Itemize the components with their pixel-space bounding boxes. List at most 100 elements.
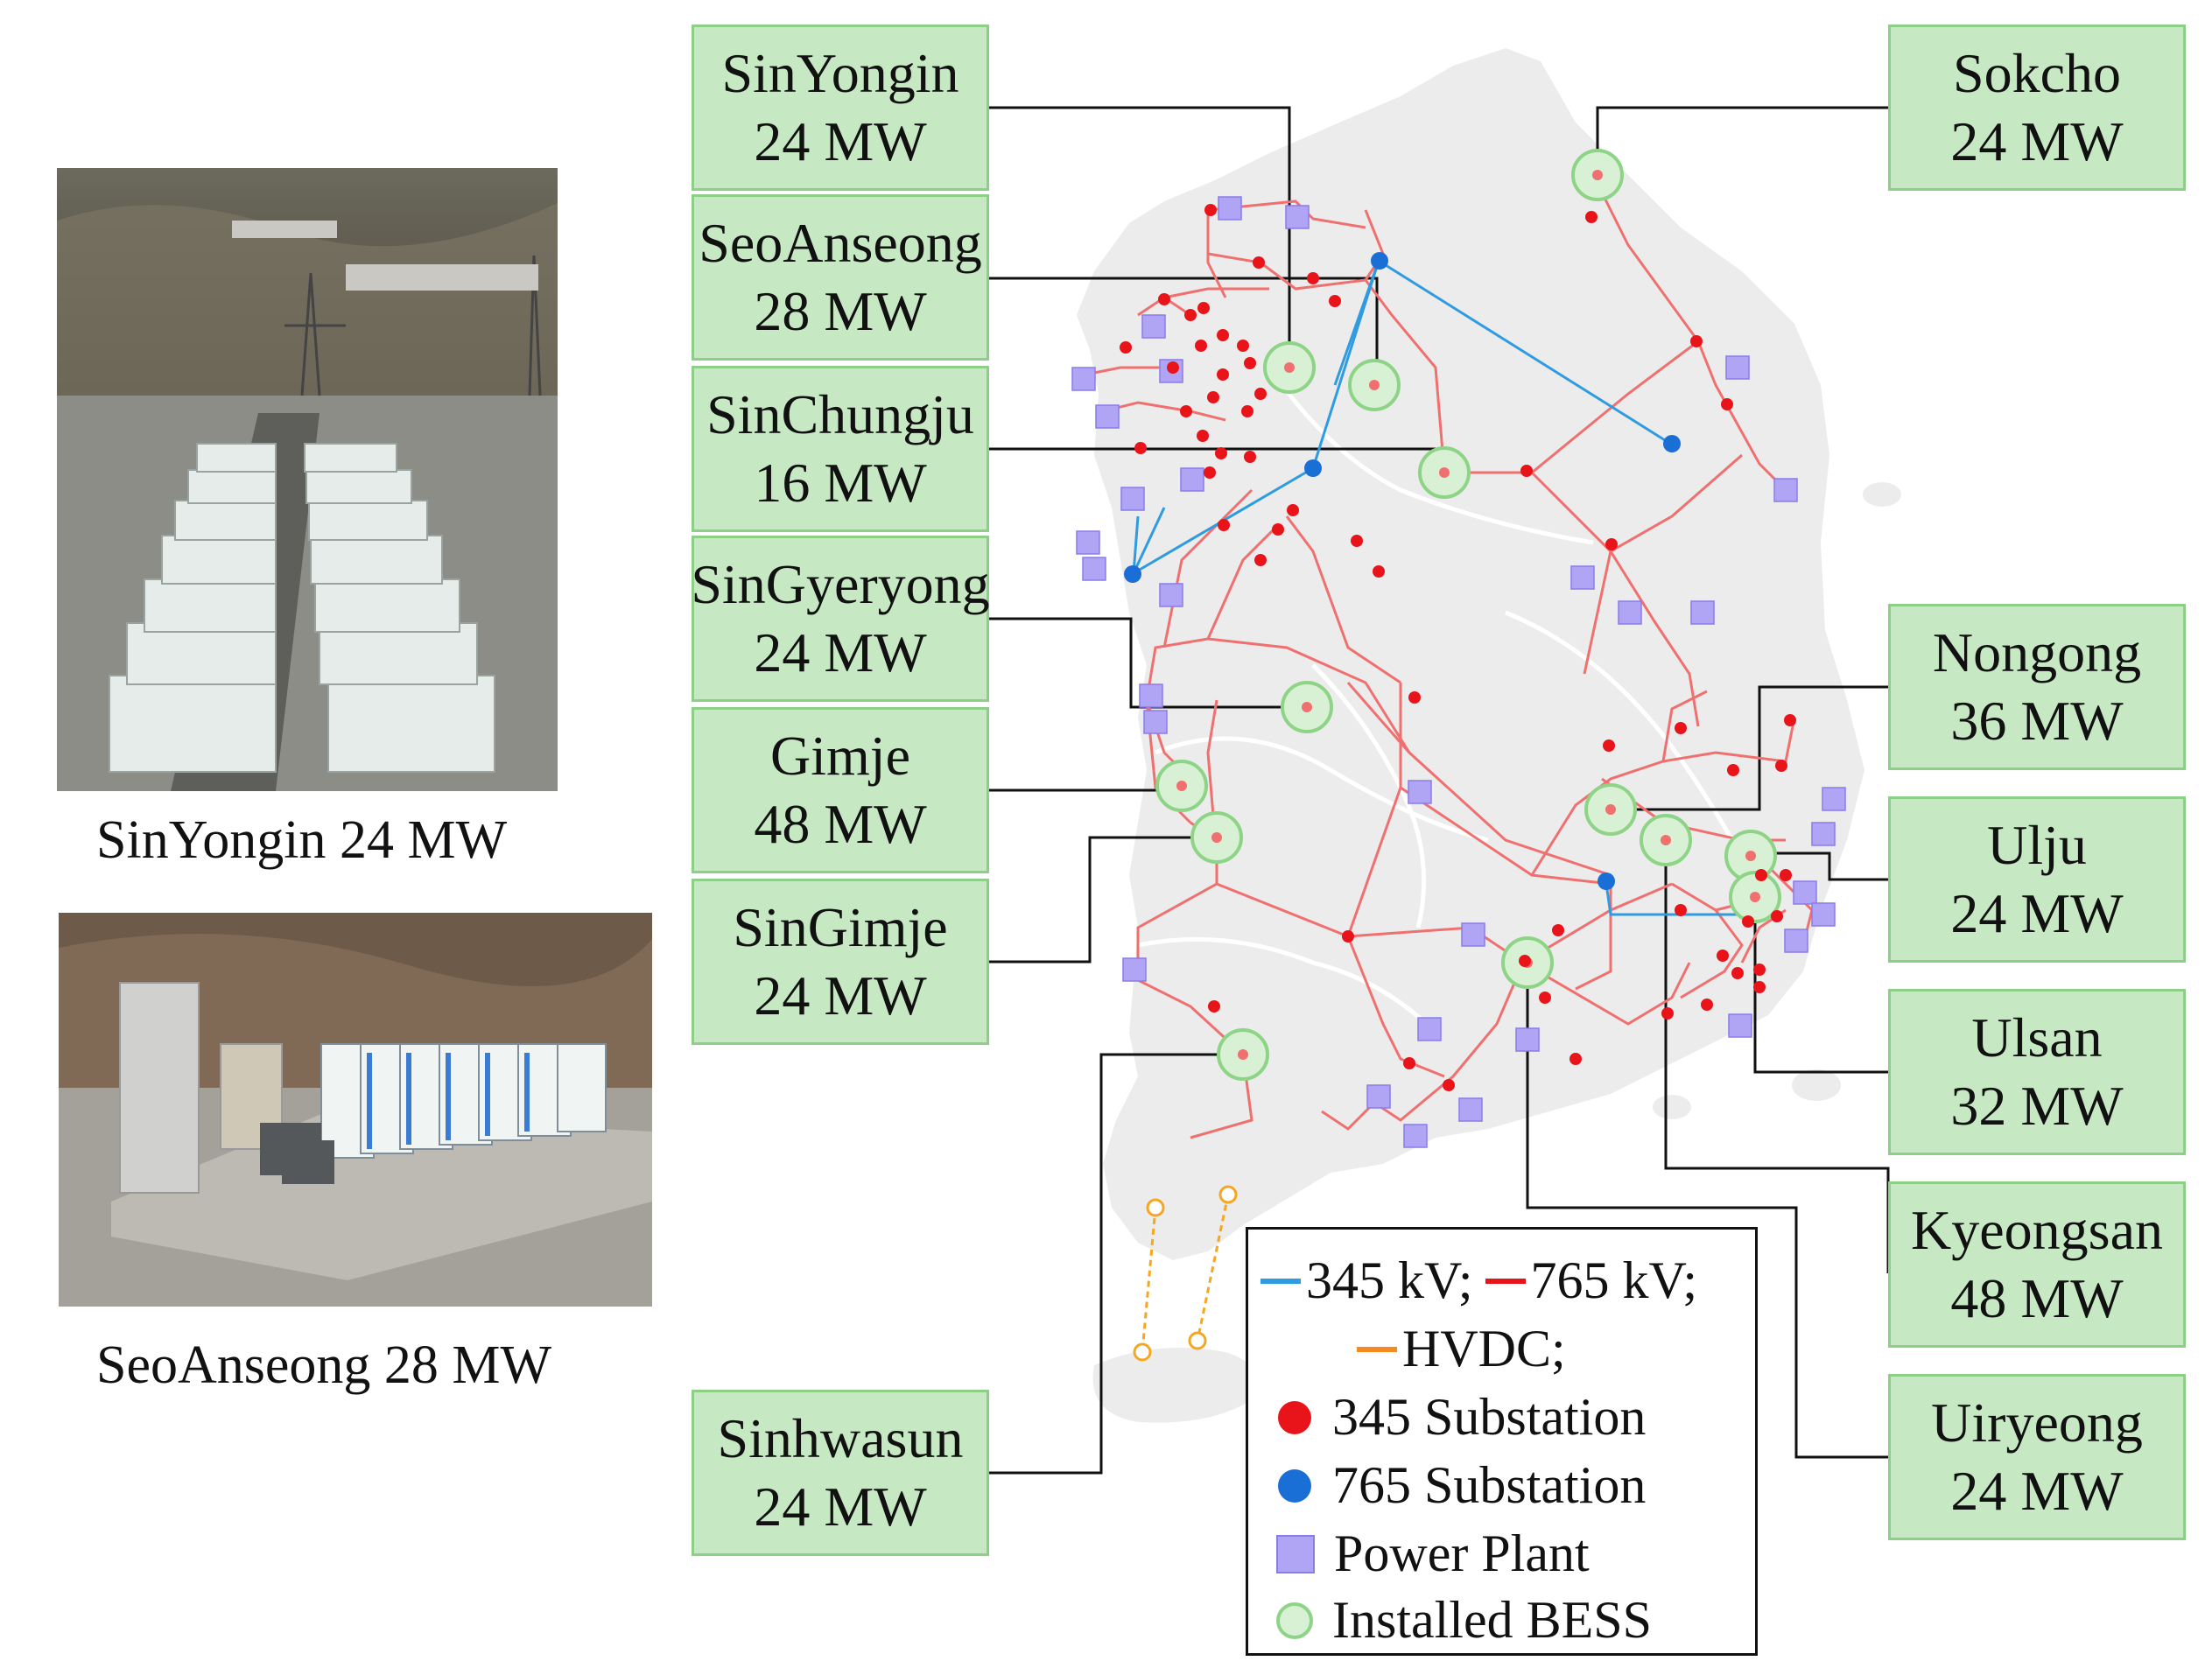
legend-row-sub765: 765 Substation bbox=[1278, 1455, 1646, 1516]
landmass-island bbox=[1653, 1095, 1691, 1119]
power-plant-marker bbox=[1071, 367, 1096, 391]
line-345kv bbox=[1378, 259, 1673, 446]
substation-345 bbox=[1755, 869, 1767, 881]
bess-center bbox=[1661, 835, 1671, 845]
line-765kv bbox=[1609, 550, 1700, 727]
substation-345 bbox=[1287, 504, 1299, 516]
substation-345 bbox=[1253, 256, 1265, 269]
bess-center bbox=[1211, 832, 1222, 843]
connector-line bbox=[1753, 901, 1888, 1074]
site-capacity: 48 MW bbox=[1950, 1267, 2124, 1329]
site-label-ulju: Ulju 24 MW bbox=[1888, 796, 2186, 963]
line-345kv bbox=[1605, 883, 1751, 916]
power-plant-marker bbox=[1366, 1084, 1391, 1109]
bess-center bbox=[1176, 781, 1187, 791]
site-name: Kyeongsan bbox=[1911, 1199, 2163, 1261]
site-name: SinGyeryong bbox=[691, 553, 990, 615]
power-plant-marker bbox=[1728, 1013, 1752, 1038]
power-plant-marker bbox=[1285, 205, 1310, 229]
site-label-seoanseong: SeoAnseong 28 MW bbox=[692, 194, 989, 361]
line-765kv bbox=[1207, 637, 1612, 877]
bess-center bbox=[1369, 380, 1380, 390]
connector-line bbox=[989, 617, 1307, 709]
connector-line bbox=[1526, 963, 1888, 1459]
power-plant-markers bbox=[1071, 196, 1846, 1148]
substation-345 bbox=[1158, 293, 1170, 305]
substation-345 bbox=[1675, 722, 1687, 734]
site-label-gimje: Gimje 48 MW bbox=[692, 707, 989, 873]
power-plant-marker bbox=[1417, 1017, 1442, 1041]
substation-765 bbox=[1304, 459, 1322, 477]
substation-345 bbox=[1244, 357, 1256, 369]
substation-765 bbox=[1124, 565, 1141, 583]
hvdc-links bbox=[1133, 1185, 1238, 1362]
line-765kv bbox=[1530, 453, 1743, 553]
line-765kv bbox=[1680, 909, 1744, 999]
site-name: SinGimje bbox=[733, 896, 948, 958]
substation-765 bbox=[1371, 252, 1388, 270]
substation-345 bbox=[1701, 999, 1713, 1011]
photo-caption-seoanseong: SeoAnseong 28 MW bbox=[96, 1335, 552, 1395]
legend-plant-swatch bbox=[1276, 1534, 1315, 1573]
power-plant-marker bbox=[1408, 780, 1432, 804]
site-name: Nongong bbox=[1932, 621, 2142, 683]
power-plant-marker bbox=[1143, 710, 1168, 734]
substation-345 bbox=[1585, 211, 1598, 223]
line-765kv bbox=[1163, 287, 1269, 299]
substation-345 bbox=[1204, 466, 1216, 479]
connector-line bbox=[1596, 106, 1888, 175]
site-name: SinYongin bbox=[721, 42, 959, 104]
photo-seoanseong bbox=[59, 913, 652, 1307]
connector-line bbox=[989, 1053, 1243, 1475]
line-765kv bbox=[1321, 962, 1525, 1131]
legend-row-sub345: 345 Substation bbox=[1278, 1387, 1646, 1447]
landmass-mainland bbox=[1077, 48, 1864, 1260]
site-capacity: 24 MW bbox=[754, 964, 927, 1027]
line-765kv bbox=[1346, 682, 1411, 753]
line-765kv bbox=[1207, 252, 1366, 291]
hvdc-terminal bbox=[1146, 1198, 1165, 1217]
site-capacity: 24 MW bbox=[1950, 1460, 2124, 1522]
substation-markers bbox=[1120, 204, 1796, 1091]
substation-345 bbox=[1731, 967, 1744, 979]
power-plant-marker bbox=[1515, 1027, 1540, 1052]
power-plant-marker bbox=[1159, 583, 1183, 607]
site-capacity: 24 MW bbox=[754, 621, 927, 683]
legend-345kv-label: 345 kV; bbox=[1306, 1251, 1473, 1309]
power-plant-marker bbox=[1811, 902, 1836, 927]
substation-345 bbox=[1217, 329, 1229, 341]
line-765kv bbox=[1583, 550, 1612, 675]
line-765kv bbox=[1522, 961, 1691, 1026]
substation-345 bbox=[1717, 950, 1729, 962]
bess-center bbox=[1605, 804, 1616, 815]
map-legend: 345 kV; 765 kV; HVDC; 345 Substation 765… bbox=[1246, 1227, 1758, 1656]
substation-345 bbox=[1241, 405, 1253, 417]
line-765kv bbox=[1206, 523, 1280, 640]
connector-line bbox=[989, 106, 1291, 368]
substation-345 bbox=[1771, 910, 1783, 922]
substation-345 bbox=[1539, 992, 1551, 1004]
label-connector-lines bbox=[989, 106, 1890, 1475]
substation-345 bbox=[1727, 764, 1739, 776]
substation-345 bbox=[1218, 519, 1230, 531]
site-name: Sokcho bbox=[1953, 42, 2121, 104]
province-border bbox=[1505, 610, 1753, 877]
province-border bbox=[1267, 366, 1594, 545]
hvdc-line bbox=[1141, 1207, 1157, 1353]
substation-345 bbox=[1690, 335, 1703, 347]
substation-345 bbox=[1780, 869, 1792, 881]
photo-sinyongin bbox=[57, 168, 558, 791]
substation-345 bbox=[1254, 554, 1267, 566]
site-capacity: 24 MW bbox=[754, 110, 927, 172]
power-plant-marker bbox=[1218, 196, 1242, 221]
site-label-kyeongsan: Kyeongsan 48 MW bbox=[1888, 1181, 2186, 1348]
substation-345 bbox=[1552, 924, 1564, 936]
power-plant-marker bbox=[1690, 600, 1715, 625]
substation-345 bbox=[1197, 302, 1210, 314]
power-plant-marker bbox=[1570, 565, 1595, 590]
site-label-uiryeong: Uiryeong 24 MW bbox=[1888, 1374, 2186, 1540]
legend-sub345-label: 345 Substation bbox=[1332, 1388, 1647, 1446]
site-label-singyeryong: SinGyeryong 24 MW bbox=[691, 536, 990, 702]
power-plant-marker bbox=[1773, 478, 1798, 502]
